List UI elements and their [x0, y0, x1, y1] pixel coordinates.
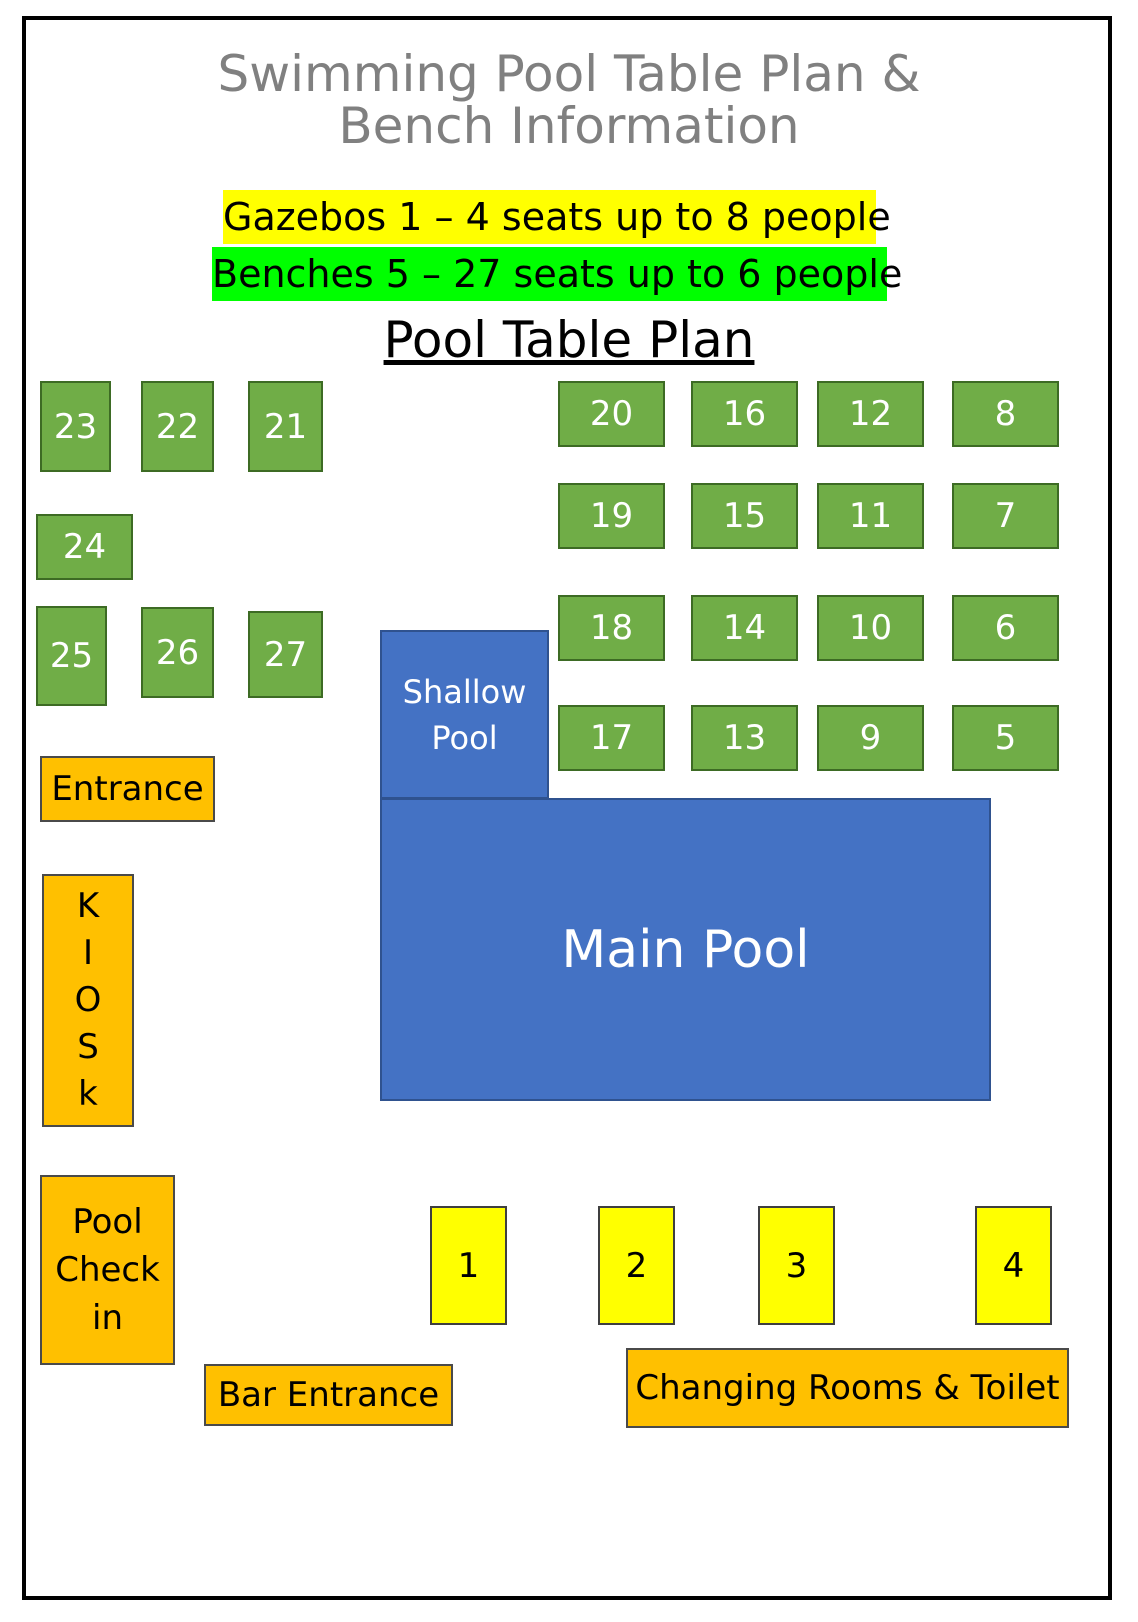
bench-8[interactable]: 8: [952, 381, 1059, 447]
bench-27[interactable]: 27: [248, 611, 323, 698]
page-title-line2: Bench Information: [338, 97, 800, 155]
bench-18[interactable]: 18: [558, 595, 665, 661]
kiosk-letter: k: [78, 1074, 98, 1114]
plan-title: Pool Table Plan: [383, 311, 755, 369]
gazebo-capacity-note: Gazebos 1 – 4 seats up to 8 people: [223, 190, 891, 244]
gazebo-1[interactable]: 1: [430, 1206, 507, 1325]
bench-7[interactable]: 7: [952, 483, 1059, 549]
kiosk-letter: O: [74, 980, 102, 1020]
check-in-label-line1: Pool: [72, 1202, 143, 1242]
bar-entrance[interactable]: Bar Entrance: [204, 1364, 453, 1426]
bench-capacity-note: Benches 5 – 27 seats up to 6 people: [212, 247, 902, 301]
kiosk-letter: I: [82, 933, 93, 973]
gazebo-4[interactable]: 4: [975, 1206, 1052, 1325]
bench-13[interactable]: 13: [691, 705, 798, 771]
kiosk[interactable]: K I O S k: [42, 874, 134, 1127]
bench-24[interactable]: 24: [36, 514, 133, 580]
bench-20[interactable]: 20: [558, 381, 665, 447]
shallow-pool-label-line1: Shallow: [402, 672, 527, 711]
kiosk-letter: K: [76, 886, 100, 926]
gazebo-2[interactable]: 2: [598, 1206, 675, 1325]
bench-25[interactable]: 25: [36, 606, 107, 706]
shallow-pool: Shallow Pool: [380, 630, 549, 799]
bench-5[interactable]: 5: [952, 705, 1059, 771]
check-in-label-line3: in: [92, 1298, 123, 1338]
bench-22[interactable]: 22: [141, 381, 214, 472]
bench-11[interactable]: 11: [817, 483, 924, 549]
gazebo-3[interactable]: 3: [758, 1206, 835, 1325]
main-pool-label: Main Pool: [561, 919, 810, 980]
bench-6[interactable]: 6: [952, 595, 1059, 661]
bench-15[interactable]: 15: [691, 483, 798, 549]
bench-12[interactable]: 12: [817, 381, 924, 447]
bench-17[interactable]: 17: [558, 705, 665, 771]
shallow-pool-label-line2: Pool: [431, 718, 498, 757]
bench-19[interactable]: 19: [558, 483, 665, 549]
main-pool: Main Pool: [380, 798, 991, 1101]
bench-14[interactable]: 14: [691, 595, 798, 661]
changing-rooms-and-toilet[interactable]: Changing Rooms & Toilet: [626, 1348, 1069, 1428]
pool-check-in[interactable]: Pool Check in: [40, 1175, 175, 1365]
bench-21[interactable]: 21: [248, 381, 323, 472]
page-title-line1: Swimming Pool Table Plan &: [217, 45, 921, 103]
kiosk-letter: S: [77, 1027, 99, 1067]
bench-16[interactable]: 16: [691, 381, 798, 447]
bench-26[interactable]: 26: [141, 607, 214, 698]
bench-9[interactable]: 9: [817, 705, 924, 771]
entrance[interactable]: Entrance: [40, 756, 215, 822]
bench-23[interactable]: 23: [40, 381, 111, 472]
page-border: [22, 16, 1112, 1600]
bench-10[interactable]: 10: [817, 595, 924, 661]
check-in-label-line2: Check: [55, 1250, 160, 1290]
